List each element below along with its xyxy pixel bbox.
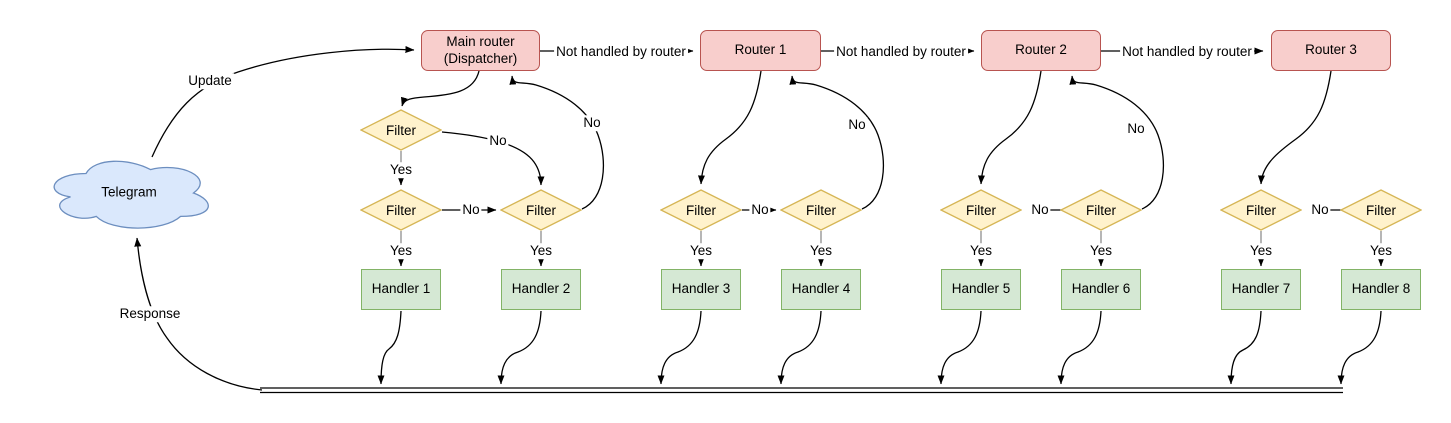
diamond-shape [1340,189,1422,231]
label-yes-filter-7: Yes [1087,243,1115,259]
edge-response [134,237,263,391]
handler-6-label: Handler 6 [1071,281,1131,297]
label-no-return-router2: No [1125,121,1147,137]
node-handler-6: Handler 6 [1061,269,1141,310]
filter-2-label: Filter [386,202,416,218]
filter-diamond-1: Filter [360,109,442,151]
node-handler-3: Handler 3 [661,269,741,310]
filter-diamond-8: Filter [1220,189,1302,231]
label-yes-filter-5: Yes [807,243,835,259]
label-yes-filter-8: Yes [1247,243,1275,259]
diamond-shape [500,189,582,231]
node-main-router: Main router (Dispatcher) [421,30,540,71]
edge-handler6-out [1057,310,1102,385]
router-2-label: Router 2 [1015,42,1067,58]
main-router-label-line1: Main router [446,34,515,50]
edge-filter3-no-return-dispatcher [509,75,604,210]
telegram-cloud-shape [53,160,209,229]
handler-2-label: Handler 2 [511,281,571,297]
filter-4-label: Filter [686,202,716,218]
filter-9-label: Filter [1366,202,1396,218]
filter-diamond-2: Filter [360,189,442,231]
node-router-3: Router 3 [1271,30,1391,71]
node-handler-7: Handler 7 [1221,269,1301,310]
label-no-filter2-filter3: No [460,202,482,218]
edge-filter1-no-to-filter3 [441,131,545,186]
handler-3-label: Handler 3 [671,281,731,297]
filter-diamond-7: Filter [1060,189,1142,231]
label-no-filter6-filter7: No [1029,202,1051,218]
label-yes-filter-6: Yes [967,243,995,259]
label-no-return-dispatcher: No [581,115,603,131]
diamond-shape [360,109,442,151]
filter-7-label: Filter [1086,202,1116,218]
filter-6-label: Filter [966,202,996,218]
main-router-label-line2: (Dispatcher) [443,50,518,66]
filter-8-label: Filter [1246,202,1276,218]
label-yes-filter-2: Yes [387,243,415,259]
diamond-shape [1060,189,1142,231]
handler-5-label: Handler 5 [951,281,1011,297]
edge-router1-to-filter4 [697,70,762,185]
filter-diamond-5: Filter [780,189,862,231]
telegram-cloud-label: Telegram [101,184,157,200]
label-yes-filter-3: Yes [527,243,555,259]
filter-3-label: Filter [526,202,556,218]
label-no-return-router1: No [846,117,868,133]
diamond-shape [940,189,1022,231]
diamond-shape [360,189,442,231]
node-handler-4: Handler 4 [781,269,861,310]
filter-1-label: Filter [386,122,416,138]
handler-7-label: Handler 7 [1231,281,1291,297]
edge-handler3-out [657,310,702,385]
edge-dispatcher-to-filter1 [401,70,480,107]
edge-handler1-out [377,310,402,385]
label-yes-filter-9: Yes [1367,243,1395,259]
filter-diamond-9: Filter [1340,189,1422,231]
node-router-1: Router 1 [700,30,821,71]
edge-filter7-no-return-router2 [1069,75,1164,210]
label-not-handled-2: Not handled by router [834,44,968,60]
node-handler-5: Handler 5 [941,269,1021,310]
filter-diamond-6: Filter [940,189,1022,231]
label-not-handled-3: Not handled by router [1120,44,1254,60]
label-yes-filter-1: Yes [387,162,415,178]
node-handler-1: Handler 1 [361,269,441,310]
filter-5-label: Filter [806,202,836,218]
edge-handler8-out [1337,310,1382,385]
label-yes-filter-4: Yes [687,243,715,259]
edge-router3-to-filter8 [1257,70,1332,185]
label-update: Update [186,73,234,89]
handler-1-label: Handler 1 [371,281,431,297]
node-router-2: Router 2 [981,30,1101,71]
edge-update [151,45,415,158]
edge-handler5-out [937,310,982,385]
edge-handler4-out [777,310,822,385]
diamond-shape [660,189,742,231]
diamond-shape [780,189,862,231]
filter-diamond-3: Filter [500,189,582,231]
edge-filter5-no-return-router1 [789,75,884,210]
edge-handler7-out [1227,310,1262,385]
router-1-label: Router 1 [734,42,787,58]
edge-handler2-out [497,310,542,385]
diamond-shape [1220,189,1302,231]
node-handler-2: Handler 2 [501,269,581,310]
node-handler-8: Handler 8 [1341,269,1421,310]
label-response: Response [117,306,183,322]
label-no-filter8-filter9: No [1309,202,1331,218]
handler-4-label: Handler 4 [791,281,851,297]
filter-diamond-4: Filter [660,189,742,231]
handler-8-label: Handler 8 [1351,281,1411,297]
router-3-label: Router 3 [1305,42,1357,58]
label-no-filter4-filter5: No [749,202,771,218]
label-not-handled-1: Not handled by router [554,44,688,60]
label-no-filter1-filter3: No [487,133,509,149]
edge-router2-to-filter6 [977,70,1042,185]
